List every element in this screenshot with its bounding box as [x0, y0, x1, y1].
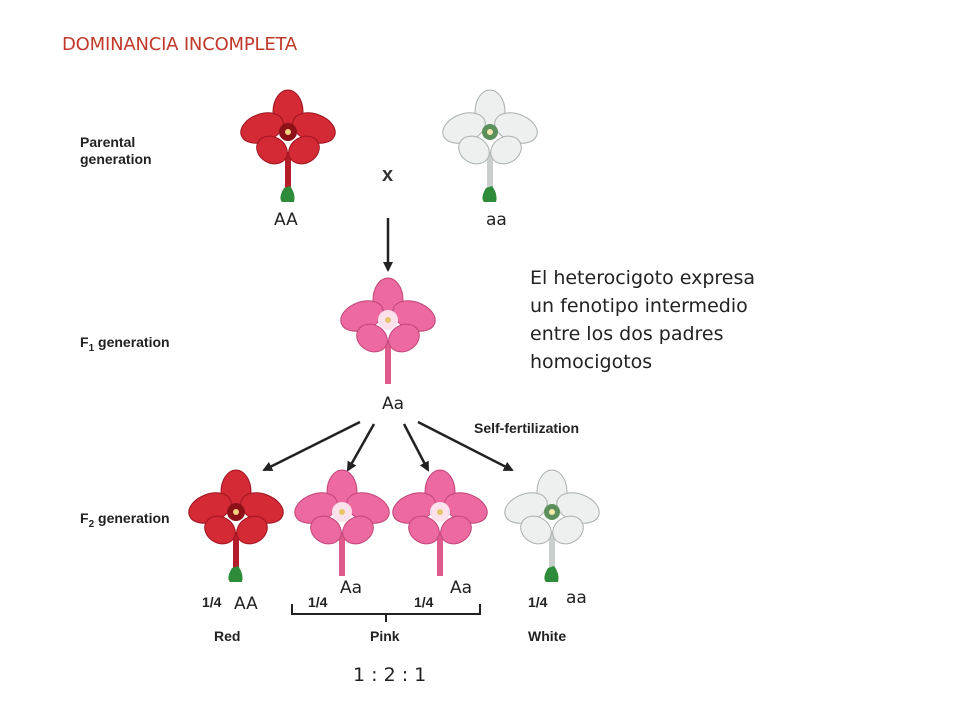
phenotypic-ratio: 1 : 2 : 1: [353, 664, 427, 686]
f2-pink-flower-1: [294, 469, 390, 576]
genotype-f2-pink-1: Aa: [338, 578, 365, 598]
f2-label-sub: 2: [88, 518, 95, 530]
fraction-pink-1: 1/4: [308, 594, 328, 610]
f2-label-text: generation: [94, 510, 170, 526]
fraction-white: 1/4: [528, 594, 548, 610]
arrow-f1-to-red: [262, 420, 361, 472]
f1-pink-flower: [340, 277, 436, 384]
arrow-f1-to-white: [417, 420, 514, 472]
f2-white-flower: [504, 469, 600, 582]
phenotype-red: Red: [214, 628, 241, 644]
f1-label-f: F: [80, 334, 89, 350]
fraction-red: 1/4: [202, 594, 222, 610]
fraction-pink-2: 1/4: [414, 594, 434, 610]
f2-pink-flower-2: [392, 469, 488, 576]
genotype-f2-pink-2: Aa: [448, 578, 475, 598]
f2-generation-label: F2 generation: [80, 510, 170, 533]
parental-label-line2: generation: [80, 151, 152, 167]
parent-red-flower: [240, 89, 336, 202]
explanation-note: El heterocigoto expresa un fenotipo inte…: [530, 267, 756, 373]
genotype-f2-white: aa: [564, 588, 589, 608]
phenotype-pink: Pink: [370, 628, 400, 644]
phenotype-white: White: [528, 628, 567, 644]
f1-label-text: generation: [94, 334, 170, 350]
genotype-f1: Aa: [380, 394, 407, 414]
parent-white-flower: [442, 89, 538, 202]
genotype-parent-red: AA: [272, 210, 300, 230]
page-title: DOMINANCIA INCOMPLETA: [62, 34, 298, 55]
cross-symbol: x: [382, 164, 394, 186]
f1-generation-label: F1 generation: [80, 334, 170, 357]
arrow-f1-to-pink2: [402, 423, 430, 472]
f1-label-sub: 1: [88, 342, 95, 354]
genotype-parent-white: aa: [484, 210, 509, 230]
pink-bracket: [291, 604, 481, 622]
parental-generation-label: Parental generation: [80, 134, 152, 168]
arrow-f1-to-pink1: [346, 423, 376, 472]
f2-label-f: F: [80, 510, 89, 526]
genotype-f2-red: AA: [232, 594, 260, 614]
self-fertilization-label: Self-fertilization: [474, 420, 580, 436]
parental-label-line1: Parental: [80, 134, 136, 150]
f2-red-flower: [188, 469, 284, 582]
